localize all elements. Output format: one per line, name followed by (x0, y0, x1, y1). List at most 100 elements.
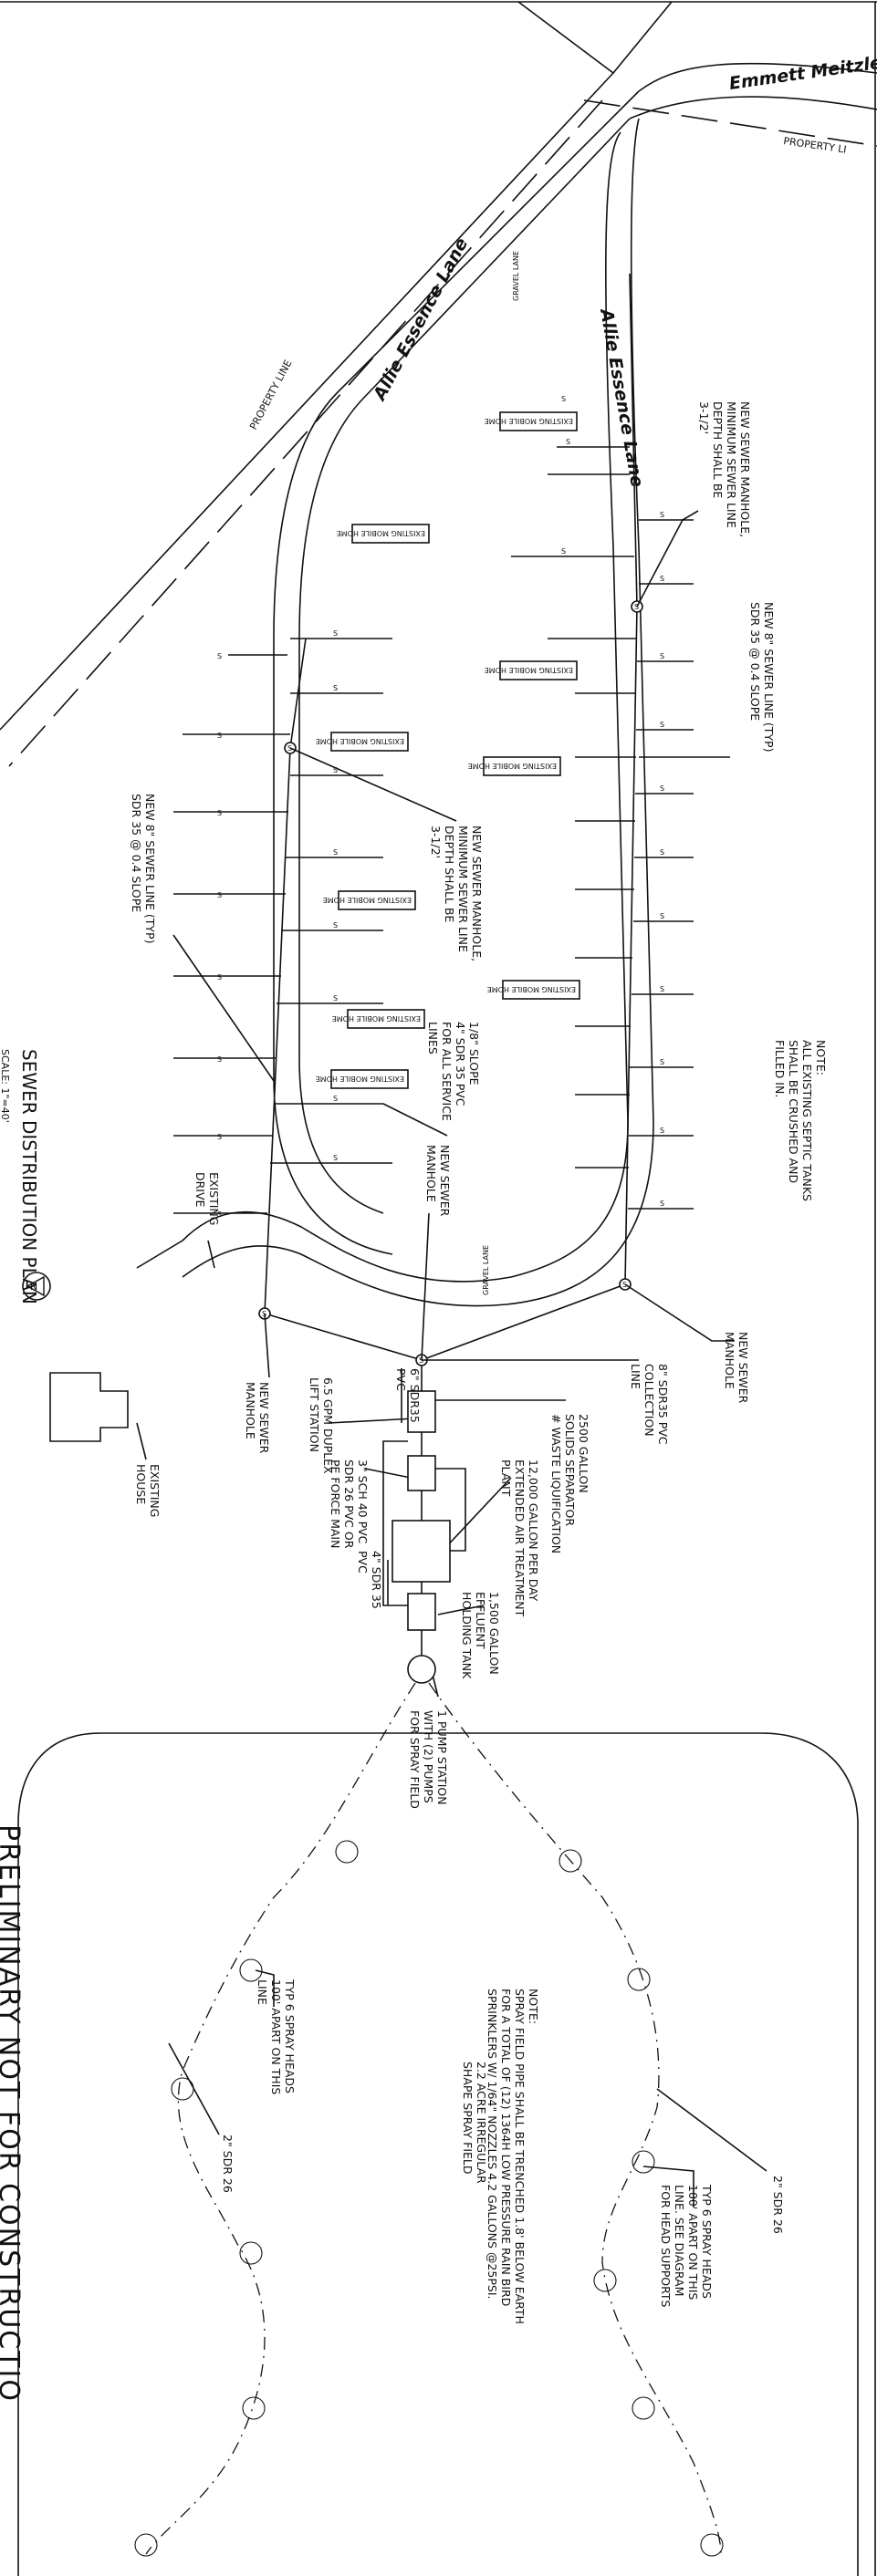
sewer-main-to-station (264, 1313, 423, 1361)
leader-new-manhole-mid (421, 1212, 430, 1361)
force-main-note-line: PE FORCE MAIN (329, 1459, 342, 1548)
service-lines-right (511, 446, 694, 1210)
pump-station-note-line: FOR SPRAY FIELD (408, 1710, 422, 1809)
service-lines-note-line: FOR ALL SERVICE (440, 1022, 454, 1121)
note-spray-line: FOR A TOTAL OF (12) 1364H LOW PRESSURE R… (499, 1989, 513, 2306)
leader-existing-drive (207, 1240, 215, 1269)
leader-lines (136, 510, 735, 1698)
mobile-home-outline (502, 980, 580, 1000)
lift-station-note-line: 6.5 GPM DUPLEX (321, 1377, 335, 1474)
mobile-home-label: EXISTING MOBILE HOME (316, 737, 404, 745)
service-s: S (333, 1154, 338, 1162)
mobile-home: EXISTING MOBILE HOME (468, 756, 561, 776)
leader-sdr26-left (168, 2042, 220, 2135)
service-s: S (660, 985, 664, 993)
service-s-marks-left: S S S S S S S S S S S S S S S S (217, 629, 338, 1219)
service-s: S (660, 575, 664, 583)
leader-manhole-center (289, 747, 457, 822)
manhole-center-note-line: MINIMUM SEWER LINE (456, 826, 470, 952)
leader-sdr26-right (656, 2088, 767, 2172)
mobile-homes: EXISTING MOBILE HOME EXISTING MOBILE HOM… (316, 411, 580, 1089)
top-right-dashed-line (583, 99, 877, 147)
mobile-home-outline (338, 890, 416, 910)
leader-lift-station (328, 1418, 416, 1424)
loop-outer (136, 131, 629, 1283)
manhole-center-note-line: NEW SEWER MANHOLE, (470, 826, 484, 961)
leader-force-main (364, 1468, 412, 1479)
existing-drive-note-line: DRIVE (193, 1172, 207, 1208)
spray-head (632, 2396, 655, 2420)
service-lines-note-line: 1/8" SLOPE (467, 1022, 481, 1085)
sewer-main-upper (629, 273, 638, 608)
sewer-line-left-note: NEW 8" SEWER LINE (TYP)SDR 35 @ 0.4 SLOP… (130, 794, 157, 943)
spray-head (134, 2533, 158, 2557)
spray-field-boundary (17, 1732, 859, 2576)
mobile-home-outline (330, 732, 409, 752)
force-main-note-line: 3" SCH 40 PVC (356, 1459, 370, 1544)
note-septic-line: NOTE: (814, 1040, 828, 1075)
manhole-center-note: NEW SEWER MANHOLE,MINIMUM SEWER LINEDEPT… (429, 826, 484, 961)
diagonal-boundary-line (0, 72, 614, 731)
manholes: S S S S S (258, 600, 643, 1366)
existing-house-note: EXISTINGHOUSE (134, 1464, 162, 1517)
spray-heads-left-note-line: TYP 6 SPRAY HEADS (283, 1979, 297, 2093)
mobile-home: EXISTING MOBILE HOME (485, 660, 578, 680)
roads (136, 62, 877, 1307)
leader-service-lines (382, 1103, 448, 1137)
mobile-home-outline (330, 1069, 409, 1089)
mobile-home: EXISTING MOBILE HOME (485, 411, 578, 431)
mobile-home-outline (483, 756, 561, 776)
note-spray-line: SPRINKLERS W/ 1/64" NOZZLES 4.2 GALLONS … (485, 1989, 499, 2299)
note-septic-line: FILLED IN. (773, 1040, 787, 1097)
service-s: S (333, 848, 338, 857)
plan-scale: SCALE: 1"=40' (0, 1049, 11, 1123)
solids-separator-tank (407, 1390, 436, 1433)
service-s: S (333, 1095, 338, 1103)
mobile-home-outline (351, 524, 430, 544)
manhole-bottom-right-note-line: NEW SEWER (736, 1332, 750, 1404)
holding-note-line: 1,500 GALLON (487, 1592, 501, 1675)
plan-title-line: SEWER DISTRIBUTION PLAN (18, 1049, 40, 1304)
spray-field-area-note: 2.2 ACRE IRREGULARSHAPE SPRAY FIELD (461, 2062, 488, 2184)
service-s: S (217, 973, 222, 982)
mobile-home-label: EXISTING MOBILE HOME (468, 762, 557, 770)
leader-treatment (442, 1477, 512, 1552)
manhole-center-note-line: DEPTH SHALL BE (443, 826, 456, 922)
existing-drive-note-line: EXISTING (207, 1172, 221, 1225)
treatment-train (382, 1366, 466, 1684)
existing-drive-note: EXISTINGDRIVE (193, 1172, 221, 1225)
sewer-line-right-note-line: NEW 8" SEWER LINE (TYP) (762, 602, 776, 752)
spray-head (239, 2241, 263, 2265)
loop-outer-left (298, 639, 384, 1214)
lift-station-box (407, 1455, 436, 1491)
return-pipe-a (382, 1440, 408, 1606)
spray-heads-left-note-line: 100' APART ON THIS (269, 1979, 283, 2094)
north-arrow-circle (22, 1272, 51, 1301)
emmett-road-edge-top (638, 62, 877, 92)
pump-station-note: 1 PUMP STATIONWITH (2) PUMPSFOR SPRAY FI… (408, 1710, 449, 1809)
pump-station-note-line: 1 PUMP STATION (435, 1710, 449, 1805)
leader-manhole-bottom-right (624, 1283, 735, 1342)
bottom-title: PRELIMINARY NOT FOR CONSTRUCTIO (0, 1824, 25, 2403)
separator-note-line: SOLIDS SEPARATOR (563, 1414, 577, 1526)
manhole-upper-right-note-line: MINIMUM SEWER LINE (725, 401, 738, 528)
service-lines-left (173, 638, 392, 1214)
leader-sewer-line-left (172, 934, 275, 1082)
sewer-line-right-note-line: SDR 35 @ 0.4 SLOPE (748, 602, 762, 721)
leader-manhole-upper-right (636, 510, 699, 608)
service-lines-note: 1/8" SLOPE4" SDR 35 PVCFOR ALL SERVICELI… (426, 1022, 481, 1121)
spray-head (700, 2533, 724, 2557)
allie-lane-upper-edge-a (273, 90, 640, 639)
manhole-center-note-line: 3-1/2' (429, 826, 443, 858)
allie-essence-lane-label-upper: Allie Essence Lane (369, 234, 472, 405)
mobile-home-label: EXISTING MOBILE HOME (487, 985, 576, 993)
mobile-home-label: EXISTING MOBILE HOME (316, 1075, 404, 1083)
service-s: S (333, 684, 338, 692)
sewer-line-right-note: NEW 8" SEWER LINE (TYP)SDR 35 @ 0.4 SLOP… (748, 602, 776, 752)
leader-spray-heads-right (642, 2166, 694, 2207)
note-spray-line: NOTE: (527, 1989, 540, 2024)
spray-head (632, 2150, 655, 2174)
holding-tank-box (407, 1593, 436, 1631)
note-septic-line: ALL EXISTING SEPTIC TANKS (800, 1040, 814, 1201)
